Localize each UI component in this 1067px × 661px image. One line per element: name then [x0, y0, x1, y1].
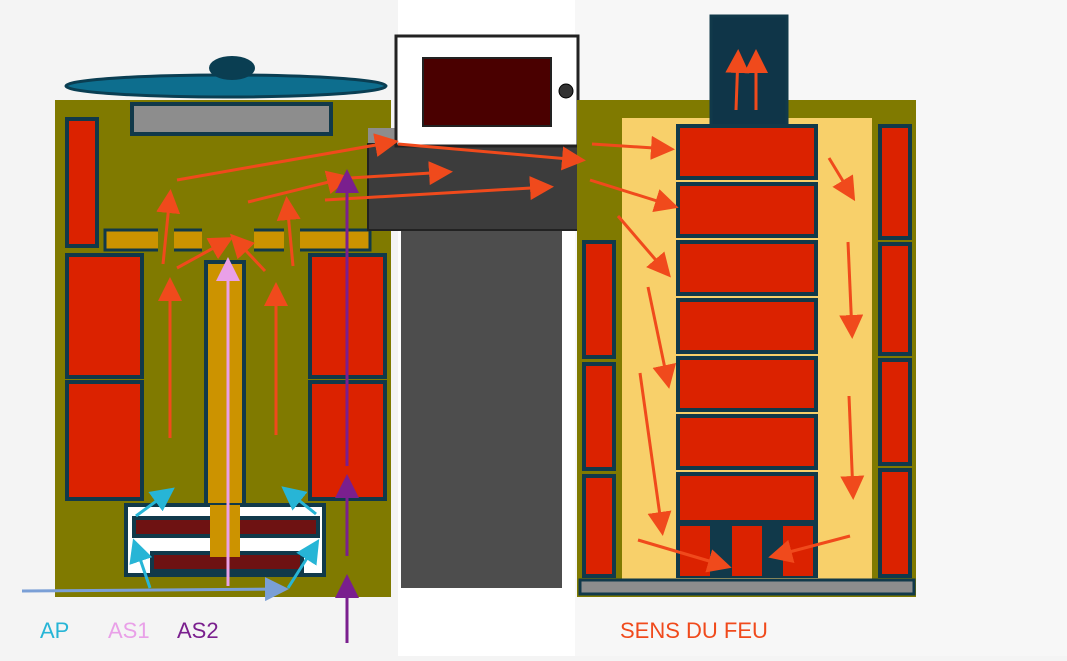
brick: [65, 117, 99, 248]
brick: [676, 298, 818, 354]
fire-arrow: [591, 135, 675, 160]
fire-arrow: [324, 176, 554, 202]
brick: [676, 414, 818, 470]
left-stove: [55, 56, 391, 597]
fire-arrow: [725, 49, 750, 111]
fire-arrow: [768, 534, 851, 564]
brick: [878, 358, 912, 466]
fire-arrow: [397, 142, 586, 171]
ap-arrow: [129, 538, 153, 589]
fire-arrow: [646, 286, 677, 389]
fire-arrow: [589, 178, 679, 213]
fire-arrow: [637, 538, 732, 573]
fire-arrow: [156, 189, 181, 265]
brick: [582, 240, 616, 359]
fire-arrow: [827, 157, 856, 202]
fire-arrow: [638, 372, 672, 536]
brick: [65, 253, 144, 379]
primary-air-inlet-arrow: [21, 577, 289, 602]
brick: [676, 472, 818, 524]
display-knob: [558, 83, 574, 99]
chimney-column: [401, 225, 562, 588]
center-unit: [367, 34, 621, 588]
top-chimney: [709, 14, 789, 128]
fire-arrow: [840, 395, 865, 500]
brick: [676, 240, 818, 296]
fire-arrow: [247, 170, 351, 204]
brick: [676, 182, 818, 238]
fire-arrow: [276, 196, 301, 267]
right-stove: [577, 14, 916, 597]
brick: [676, 124, 818, 180]
top-plate: [130, 102, 333, 136]
ap-arrow: [281, 486, 317, 516]
brick: [878, 124, 912, 240]
base-strip: [578, 578, 916, 596]
fire-arrow: [229, 233, 267, 273]
legend-as2: AS2: [177, 618, 219, 643]
fire-arrows: [156, 49, 865, 573]
ap-arrow: [135, 487, 175, 518]
brick: [878, 242, 912, 356]
ap-arrows: [21, 486, 320, 602]
brick: [582, 362, 616, 471]
fire-arrow: [349, 161, 453, 186]
legend-fire-direction: SENS DU FEU: [620, 618, 768, 643]
fire-arrow: [176, 237, 234, 270]
brick: [676, 356, 818, 412]
ap-arrow: [286, 538, 320, 589]
legend-ap: AP: [40, 618, 70, 643]
display-screen: [422, 57, 552, 127]
fire-arrow: [176, 133, 399, 182]
brick: [680, 526, 710, 576]
pipe-base: [210, 505, 240, 557]
brick: [878, 468, 912, 578]
brick: [65, 380, 144, 501]
fire-arrow: [616, 215, 671, 278]
fan-hub: [209, 56, 255, 80]
brick: [732, 526, 762, 576]
fire-arrow: [839, 241, 864, 339]
brick: [582, 474, 616, 578]
legend-as1: AS1: [108, 618, 150, 643]
